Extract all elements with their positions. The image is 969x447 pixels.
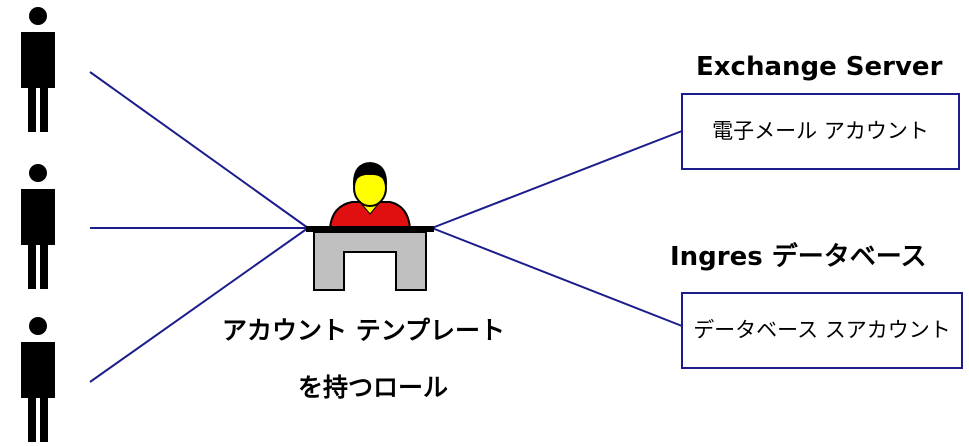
email-account-label: 電子メール アカウント (712, 119, 929, 143)
role-caption-line-2: を持つロール (298, 373, 449, 402)
email-account-box: 電子メール アカウント (681, 93, 960, 170)
operator-hair (352, 162, 388, 186)
role-holder-at-desk-icon (306, 162, 434, 291)
user-person-icon-3 (21, 317, 55, 442)
database-account-label: データベース スアカウント (693, 318, 951, 342)
account-connectors (431, 130, 683, 327)
database-account-box: データベース スアカウント (681, 292, 963, 369)
user-person-icon-2 (21, 164, 55, 289)
connector-email-account (431, 130, 683, 229)
connector-user-1 (89, 71, 309, 229)
operator-shirt (328, 201, 412, 229)
connector-user-3 (89, 227, 309, 383)
user-connectors (89, 71, 309, 383)
connector-database-account (431, 227, 683, 327)
exchange-server-title: Exchange Server (696, 52, 943, 82)
ingres-database-title: Ingres データベース (670, 242, 927, 272)
desk-top (306, 226, 434, 232)
user-person-icon-1 (21, 7, 55, 132)
desk-body (313, 231, 427, 291)
role-caption-line-1: アカウント テンプレート (222, 316, 505, 345)
